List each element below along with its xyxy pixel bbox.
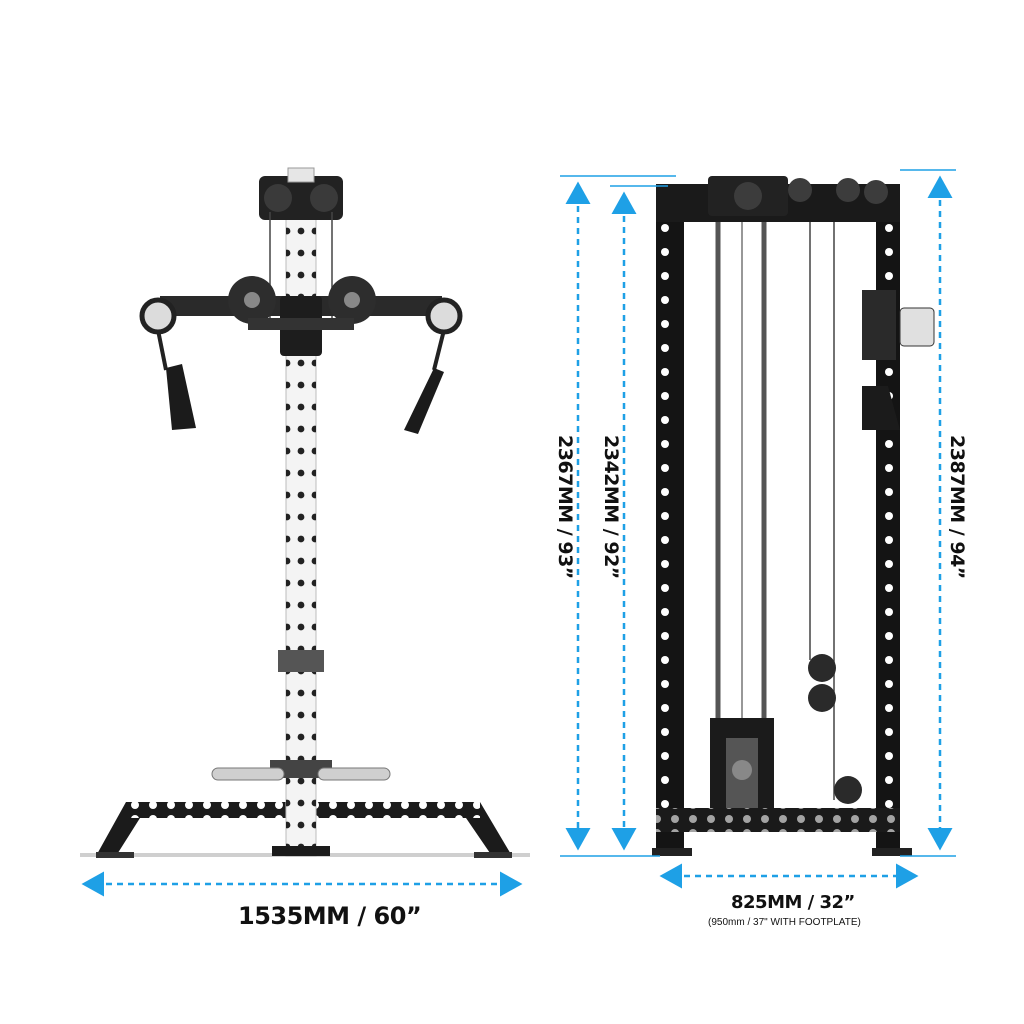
height-outer-label: 2367MM / 93”: [554, 435, 576, 579]
front-view-machine: [80, 167, 530, 858]
height-inner-label: 2342MM / 92”: [600, 435, 622, 579]
dimension-lines: [81, 169, 956, 897]
side-view-machine: [652, 176, 935, 856]
side-width-label: 825MM / 32”: [731, 892, 855, 913]
height-right-label: 2387MM / 94”: [946, 435, 968, 579]
side-width-note: (950mm / 37" WITH FOOTPLATE): [708, 917, 861, 928]
front-width-label: 1535MM / 60”: [238, 902, 422, 930]
